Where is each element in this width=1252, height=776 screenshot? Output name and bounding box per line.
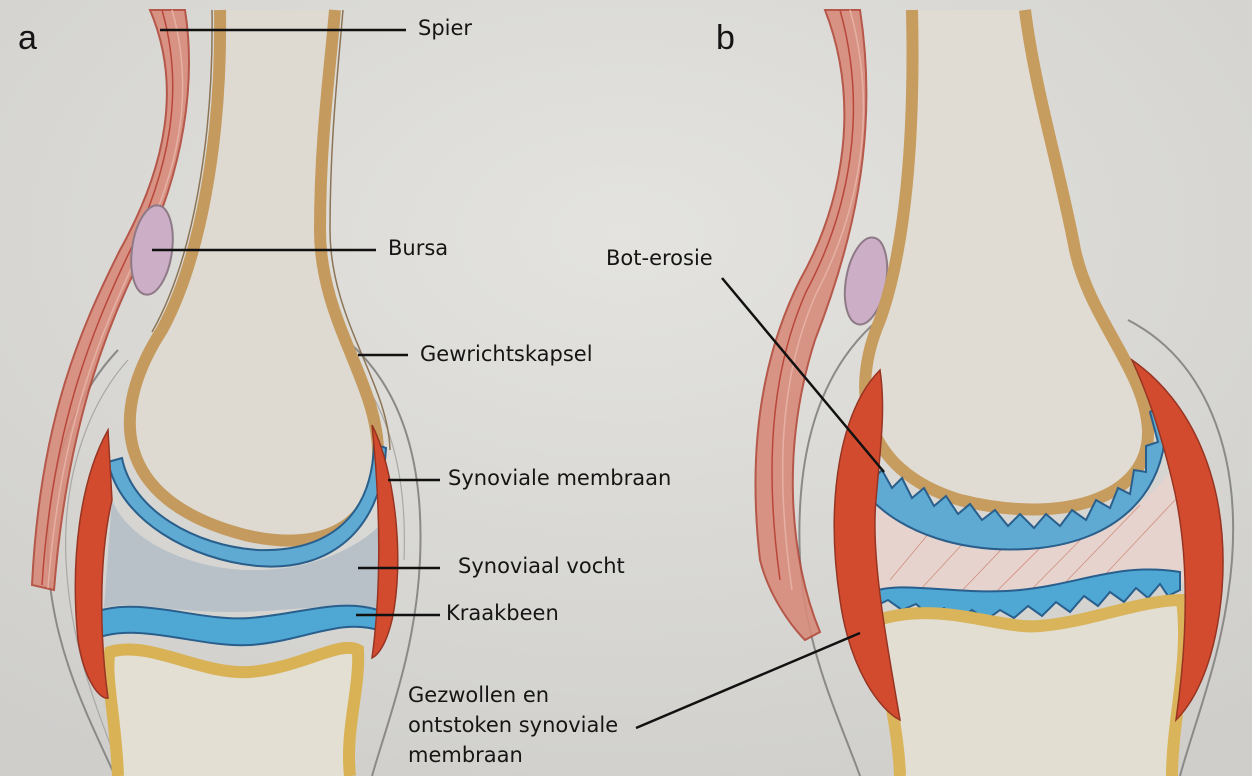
- label-kraakbeen: Kraakbeen: [446, 601, 559, 626]
- label-bot-erosie: Bot-erosie: [606, 246, 713, 271]
- label-synoviaal-vocht: Synoviaal vocht: [458, 554, 625, 579]
- lower-bone-b: [878, 600, 1184, 776]
- label-gezwollen-line1: Gezwollen en: [408, 683, 549, 708]
- label-bursa: Bursa: [388, 236, 448, 261]
- label-gewrichtskapsel: Gewrichtskapsel: [420, 342, 593, 367]
- label-gezwollen-line2: ontstoken synoviale: [408, 713, 618, 738]
- panel-label-a: a: [18, 18, 37, 59]
- panel-label-b: b: [716, 18, 735, 59]
- label-gezwollen-line3: membraan: [408, 743, 523, 768]
- lower-bone-a: [108, 648, 358, 776]
- label-spier: Spier: [418, 16, 472, 41]
- label-synoviale-membraan: Synoviale membraan: [448, 466, 671, 491]
